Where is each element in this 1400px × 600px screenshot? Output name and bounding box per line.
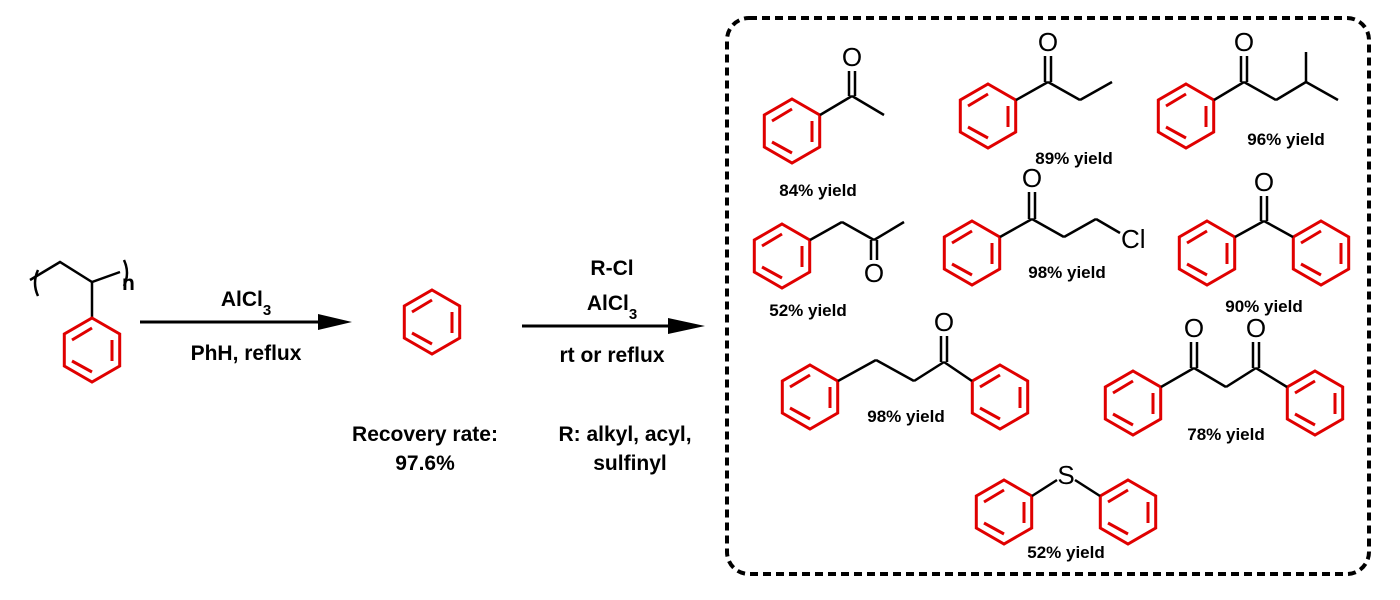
arrow-step-2: R-Cl AlCl3 rt or reflux — [522, 257, 705, 367]
product-dihydrochalcone: O 98% yield — [780, 307, 1030, 431]
oxygen-atom: O — [1022, 163, 1042, 193]
yield-label: 98% yield — [867, 407, 945, 426]
product-chloropropiophenone: O Cl 98% yield — [942, 163, 1146, 287]
repeat-unit-n: n — [122, 272, 135, 295]
oxygen-atom: O — [1254, 167, 1274, 197]
yield-label: 78% yield — [1187, 425, 1265, 444]
sulfur-atom: S — [1057, 460, 1074, 490]
yield-label: 89% yield — [1035, 149, 1113, 168]
product-dibenzoylmethane: O O 78% yield — [1103, 313, 1345, 444]
recovery-rate-value: 97.6% — [395, 452, 455, 475]
step1-reagent: AlCl3 — [221, 288, 271, 319]
r-groups-sulfinyl: sulfinyl — [593, 452, 667, 475]
product-isovalerophenone: O 96% yield — [1156, 27, 1339, 150]
recovery-rate-label: Recovery rate: — [352, 423, 498, 446]
oxygen-atom: O — [864, 258, 884, 288]
oxygen-atom: O — [1038, 27, 1058, 57]
yield-label: 90% yield — [1225, 297, 1303, 316]
chlorine-atom: Cl — [1121, 224, 1146, 254]
oxygen-atom: O — [842, 42, 862, 72]
products-box — [725, 16, 1371, 576]
oxygen-atom: O — [934, 307, 954, 337]
benzene-ring — [402, 288, 462, 356]
product-benzophenone: O 90% yield — [1177, 167, 1351, 316]
yield-label: 52% yield — [1027, 543, 1105, 562]
phenyl-ring — [62, 316, 122, 384]
product-diphenyl-sulfide: S 52% yield — [974, 460, 1158, 562]
product-acetophenone: O 84% yield — [762, 42, 885, 200]
product-phenylacetone: O 52% yield — [752, 220, 905, 320]
yield-label: 98% yield — [1028, 263, 1106, 282]
yield-label: 96% yield — [1247, 130, 1325, 149]
oxygen-atom: O — [1246, 313, 1266, 343]
step2-reagent-rcl: R-Cl — [590, 257, 633, 280]
r-groups-label: R: alkyl, acyl, — [558, 423, 691, 446]
yield-label: 52% yield — [769, 301, 847, 320]
product-propiophenone: O 89% yield — [958, 27, 1113, 168]
arrow-step-1: AlCl3 PhH, reflux — [140, 288, 352, 365]
polystyrene-structure: n — [29, 259, 135, 384]
step1-conditions: PhH, reflux — [191, 342, 302, 365]
oxygen-atom: O — [1234, 27, 1254, 57]
step2-conditions: rt or reflux — [559, 344, 664, 367]
yield-label: 84% yield — [779, 181, 857, 200]
oxygen-atom: O — [1184, 313, 1204, 343]
step2-reagent-alcl3: AlCl3 — [587, 292, 637, 323]
